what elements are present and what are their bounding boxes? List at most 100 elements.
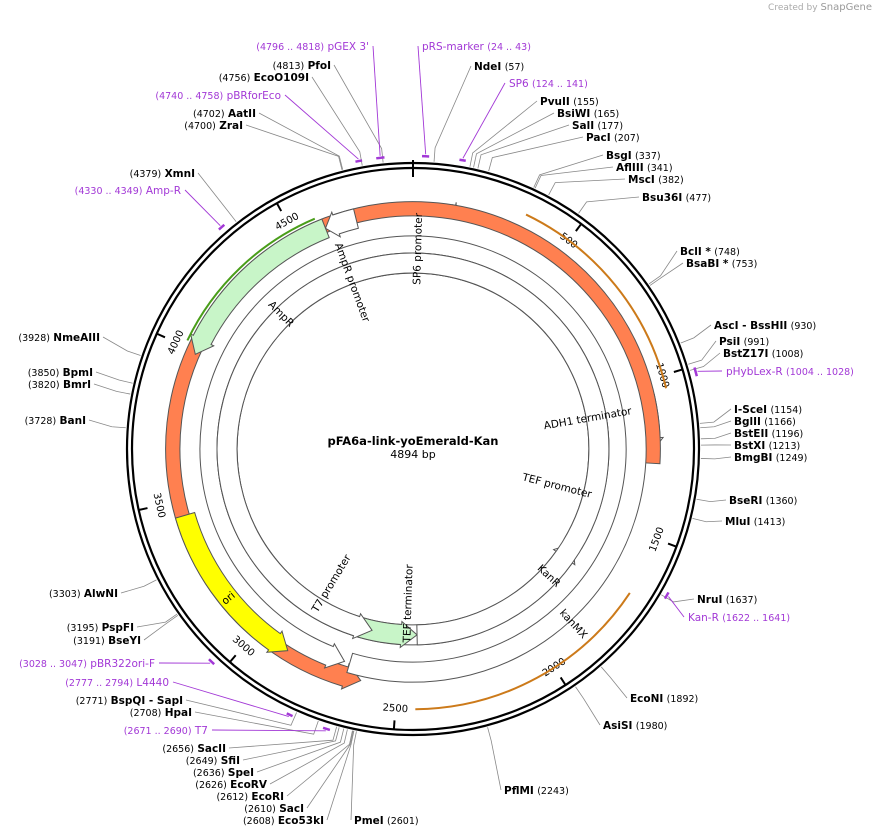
site-bsgi[interactable]: BsgI (337) — [533, 150, 661, 188]
site-pvuii[interactable]: PvuII (155) — [469, 96, 599, 167]
site-bsabi[interactable]: BsaBI * (753) — [649, 258, 757, 286]
site-position: (3195) — [67, 623, 99, 634]
site-paci[interactable]: PacI (207) — [488, 132, 640, 172]
site-bpmi[interactable]: (3850) BpmI — [28, 367, 133, 384]
primer-l4440[interactable]: (2777 .. 2794) L4440 — [65, 677, 294, 718]
site-bseyi[interactable]: (3191) BseYI — [73, 614, 179, 647]
site-ndei[interactable]: NdeI (57) — [433, 61, 524, 162]
site-position: (2636) — [193, 768, 225, 779]
feature-t7-promoter[interactable] — [179, 215, 647, 683]
site-bsiwi[interactable]: BsiWI (165) — [473, 108, 620, 168]
site-hpai[interactable]: (2708) HpaI — [130, 707, 319, 735]
site-bglii[interactable]: BglII (1166) — [700, 416, 796, 429]
site-label: (3820) BmrI — [28, 379, 91, 391]
site-name: BsaBI * — [686, 258, 729, 270]
feature-ampr-promoter[interactable] — [324, 208, 359, 238]
site-leader-line — [136, 613, 178, 628]
site-bsu36i[interactable]: Bsu36I (477) — [578, 192, 712, 214]
site-aatii[interactable]: (4702) AatII — [193, 108, 344, 170]
primer-pgex-3[interactable]: (4796 .. 4818) pGEX 3' — [256, 41, 385, 160]
site-asci-bsshii[interactable]: AscI - BssHII (930) — [680, 320, 816, 344]
site-leader-line — [696, 498, 727, 503]
site-label: (2636) SpeI — [193, 767, 254, 779]
site-i-scei[interactable]: I-SceI (1154) — [699, 404, 802, 424]
site-label: (2656) SacII — [162, 743, 226, 755]
site-asisi[interactable]: AsiSI (1980) — [575, 686, 668, 732]
snapgene-brand: SnapGene — [820, 2, 872, 13]
site-bseri[interactable]: BseRI (1360) — [696, 495, 798, 507]
site-position: (4700) — [184, 121, 216, 132]
site-label: PmeI (2601) — [354, 815, 419, 827]
site-label: BsaBI * (753) — [686, 258, 757, 270]
site-bstxi[interactable]: BstXI (1213) — [700, 440, 800, 452]
site-position: (2708) — [130, 708, 162, 719]
site-ecorv[interactable]: (2626) EcoRV — [195, 729, 348, 791]
site-mlui[interactable]: MluI (1413) — [692, 516, 786, 528]
primer-pbr322ori-f[interactable]: (3028 .. 3047) pBR322ori-F — [19, 658, 216, 670]
site-zrai[interactable]: (4700) ZraI — [184, 120, 343, 170]
site-name: AscI - BssHII — [714, 320, 787, 332]
site-bsteii[interactable]: BstEII (1196) — [700, 428, 803, 440]
site-leader-line — [692, 517, 723, 523]
site-leader-line — [197, 172, 237, 222]
feature-ori[interactable] — [174, 511, 289, 653]
site-label: (2612) EcoRI — [216, 791, 284, 803]
feature-ampr[interactable] — [189, 218, 330, 356]
site-position: (2610) — [244, 804, 276, 815]
primer-kan-r[interactable]: Kan-R (1622 .. 1641) — [663, 591, 790, 624]
site-label: (2610) SacI — [244, 803, 304, 815]
site-position: (2626) — [195, 780, 227, 791]
site-alwni[interactable]: (3303) AlwNI — [49, 579, 157, 600]
ruler-tick — [275, 202, 283, 212]
site-bani[interactable]: (3728) BanI — [25, 415, 126, 429]
site-leader-line — [256, 728, 345, 773]
site-msci[interactable]: MscI (382) — [548, 174, 684, 196]
site-position: (3303) — [49, 589, 81, 600]
site-econi[interactable]: EcoNI (1892) — [600, 666, 698, 705]
site-xmni[interactable]: (4379) XmnI — [130, 168, 237, 222]
site-sali[interactable]: SalI (177) — [477, 120, 623, 169]
primer-amp-r[interactable]: (4330 .. 4349) Amp-R — [75, 185, 226, 231]
ruler-tick — [138, 507, 148, 511]
restriction-sites: (4813) PfoI(4756) EcoO109I(4702) AatII(4… — [18, 60, 816, 827]
site-sacii[interactable]: (2656) SacII — [162, 726, 338, 755]
site-bmri[interactable]: (3820) BmrI — [28, 379, 131, 395]
site-leader-line — [477, 124, 570, 169]
primer-prs-marker[interactable]: pRS-marker (24 .. 43) — [417, 41, 531, 158]
site-spei[interactable]: (2636) SpeI — [193, 728, 345, 779]
primer-t7[interactable]: (2671 .. 2690) T7 — [124, 725, 331, 737]
site-label: (2708) HpaI — [130, 707, 192, 719]
site-pflmi[interactable]: PflMI (2243) — [487, 727, 569, 797]
site-bspqi-sapi[interactable]: (2771) BspQI - SapI — [76, 695, 297, 726]
primer-pbrforeco[interactable]: (4740 .. 4758) pBRforEco — [155, 90, 363, 163]
site-bcli[interactable]: BclI * (748) — [648, 246, 740, 285]
site-leader-line — [102, 336, 141, 356]
site-position: (3928) — [18, 333, 50, 344]
site-name: AatII — [228, 108, 256, 120]
site-name: Eco53kI — [278, 815, 324, 827]
site-nmeaiii[interactable]: (3928) NmeAIII — [18, 332, 141, 356]
site-leader-line — [311, 76, 363, 166]
site-psii[interactable]: PsiI (991) — [688, 336, 769, 365]
primer-mark — [376, 156, 385, 160]
site-pspfi[interactable]: (3195) PspFI — [67, 613, 178, 634]
site-label: BstZ17I (1008) — [723, 348, 803, 360]
site-saci[interactable]: (2610) SacI — [244, 730, 354, 815]
site-name: AlwNI — [84, 588, 118, 600]
site-nrui[interactable]: NruI (1637) — [661, 594, 757, 606]
primer-sp6[interactable]: SP6 (124 .. 141) — [459, 78, 588, 163]
primer-name: Kan-R — [688, 612, 719, 624]
site-position: (2649) — [186, 756, 218, 767]
site-ecori[interactable]: (2612) EcoRI — [216, 730, 353, 803]
site-bmgbi[interactable]: BmgBI (1249) — [700, 452, 807, 464]
site-leader-line — [333, 64, 384, 163]
site-leader-line — [95, 371, 133, 384]
site-name: AflIII — [616, 162, 644, 174]
site-eco53ki[interactable]: (2608) Eco53kI — [243, 730, 355, 827]
site-afliii[interactable]: AflIII (341) — [534, 162, 673, 189]
site-sfii[interactable]: (2649) SfiI — [186, 727, 340, 767]
site-pmei[interactable]: PmeI (2601) — [350, 731, 419, 827]
site-leader-line — [326, 730, 355, 821]
primer-phyblex-r[interactable]: pHybLex-R (1004 .. 1028) — [693, 366, 854, 378]
feature-tef-terminator[interactable] — [216, 252, 610, 646]
